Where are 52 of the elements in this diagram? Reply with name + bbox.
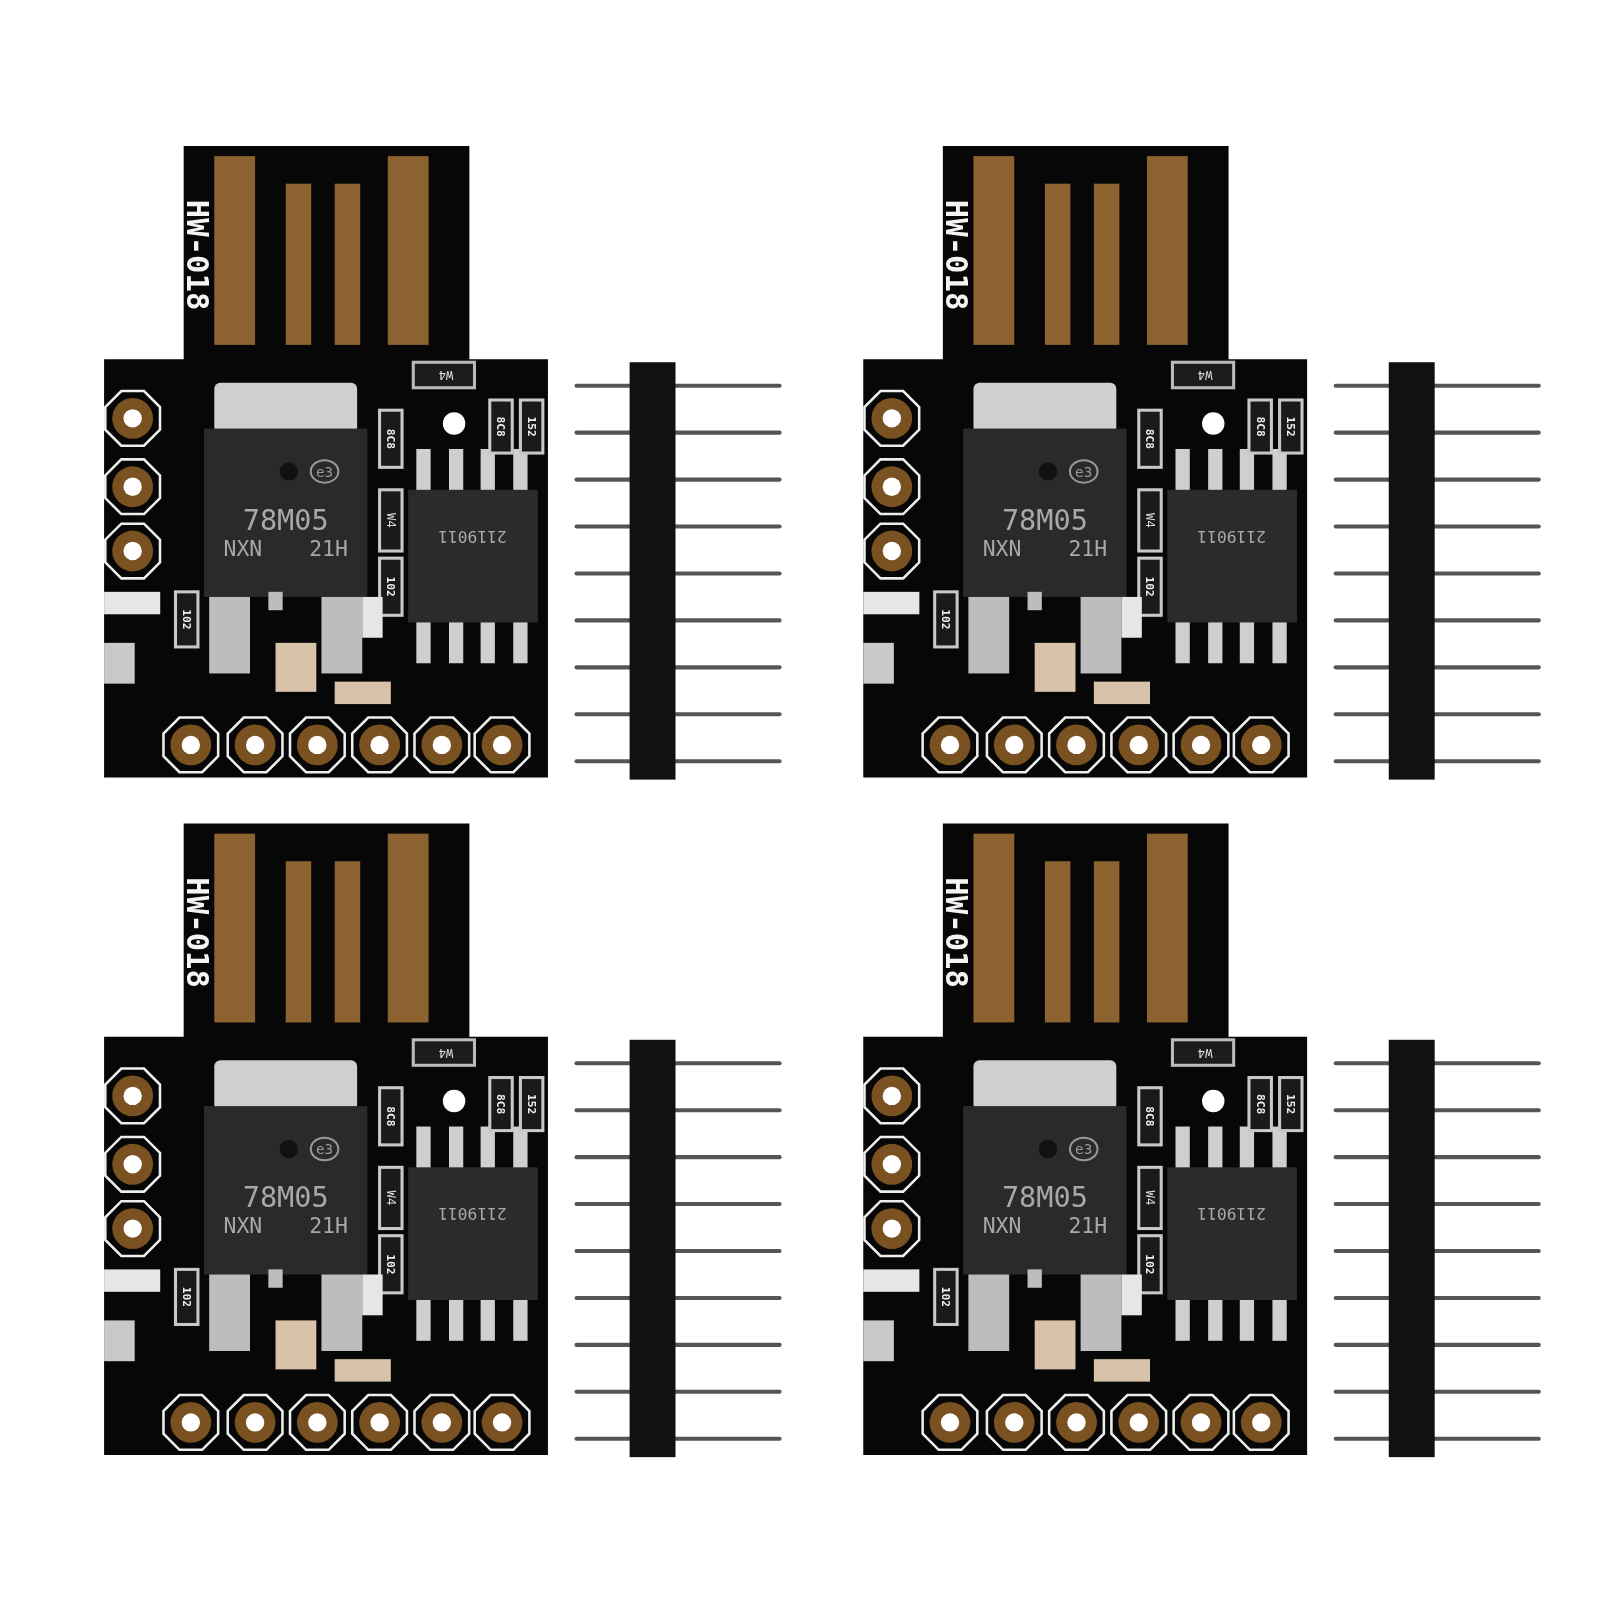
component-marking: W4 bbox=[438, 1046, 454, 1060]
component-marking: 8C8 bbox=[1254, 1093, 1266, 1115]
component-marking: 8C8 bbox=[495, 416, 507, 437]
component-marking: 8C8 bbox=[385, 1106, 397, 1127]
component-marking: 102 bbox=[1144, 576, 1156, 597]
component-marking: 2119011 bbox=[438, 527, 507, 544]
component-marking: 78M05 bbox=[1001, 1183, 1088, 1213]
component-marking: HW-018 bbox=[940, 877, 972, 988]
component-marking: 21H bbox=[309, 1215, 348, 1238]
component-marking: e3 bbox=[1068, 459, 1099, 484]
component-marking: 102 bbox=[181, 609, 193, 630]
component-marking: HW-018 bbox=[181, 877, 213, 988]
component-marking: W4 bbox=[1143, 1190, 1157, 1206]
component-marking: e3 bbox=[309, 1136, 340, 1162]
component-marking: 21H bbox=[1068, 1215, 1108, 1238]
component-marking: 8C8 bbox=[1144, 428, 1156, 449]
component-marking: W4 bbox=[384, 513, 397, 528]
component-marking: 102 bbox=[940, 1286, 952, 1308]
component-marking: NXN bbox=[982, 538, 1022, 560]
component-marking: 8C8 bbox=[495, 1093, 507, 1115]
component-marking: HW-018 bbox=[940, 199, 972, 311]
component-marking: W4 bbox=[1143, 513, 1157, 528]
component-marking: 2119011 bbox=[1197, 1205, 1267, 1222]
component-marking: 152 bbox=[1285, 416, 1297, 437]
component-marking: 78M05 bbox=[242, 506, 329, 535]
component-marking: W4 bbox=[438, 369, 454, 382]
component-marking: W4 bbox=[1197, 1046, 1213, 1060]
component-marking: NXN bbox=[982, 1215, 1022, 1238]
component-marking: 21H bbox=[309, 538, 348, 560]
component-marking: W4 bbox=[1197, 369, 1213, 382]
component-marking: 102 bbox=[181, 1286, 193, 1308]
component-marking: 152 bbox=[526, 1093, 538, 1115]
component-marking: W4 bbox=[384, 1190, 397, 1206]
component-marking: 2119011 bbox=[1197, 527, 1267, 544]
component-marking: 102 bbox=[385, 1254, 397, 1275]
component-marking: 8C8 bbox=[1254, 416, 1266, 437]
component-marking: 8C8 bbox=[1144, 1106, 1156, 1127]
component-marking: 102 bbox=[940, 609, 952, 630]
component-marking: 21H bbox=[1068, 538, 1108, 560]
component-marking: HW-018 bbox=[181, 199, 213, 311]
component-marking: 152 bbox=[1285, 1093, 1297, 1115]
component-marking: 78M05 bbox=[1001, 506, 1088, 535]
component-marking: e3 bbox=[309, 459, 340, 484]
component-marking: 152 bbox=[526, 416, 538, 437]
component-marking: NXN bbox=[223, 1215, 263, 1238]
component-marking: NXN bbox=[223, 538, 263, 560]
component-marking: 102 bbox=[385, 576, 397, 597]
component-marking: 102 bbox=[1144, 1254, 1156, 1275]
component-marking: 2119011 bbox=[438, 1205, 507, 1222]
component-marking: e3 bbox=[1068, 1136, 1099, 1162]
component-marking: 78M05 bbox=[242, 1183, 329, 1213]
component-marking: 8C8 bbox=[385, 428, 397, 449]
